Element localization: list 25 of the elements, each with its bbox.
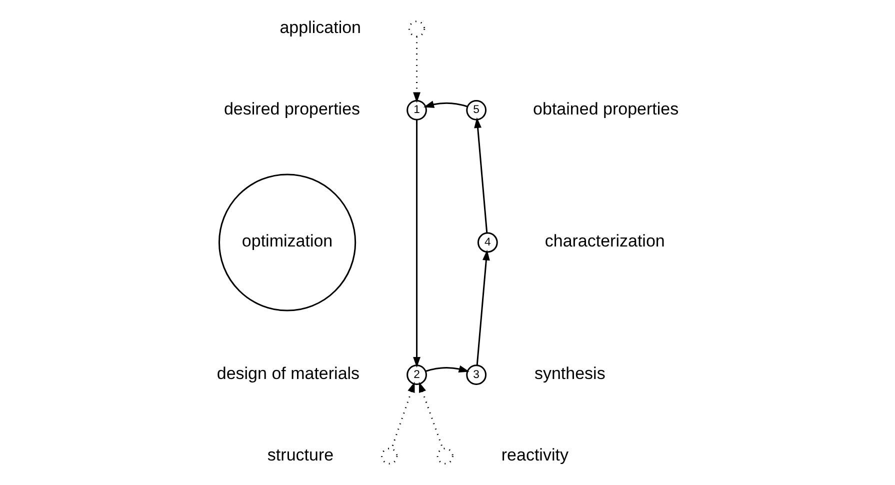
arrow <box>390 382 415 449</box>
node-label: desired properties <box>224 99 360 118</box>
node-circle <box>436 448 454 464</box>
node-circle: 3 <box>466 364 487 386</box>
node-label: application <box>280 18 362 38</box>
arrow <box>423 100 468 108</box>
node-circle <box>408 20 426 38</box>
node-label: characterization <box>544 232 665 251</box>
node-circle: optimization <box>218 174 356 312</box>
node-label: synthesis <box>534 364 606 383</box>
arrow <box>425 365 470 373</box>
node-circle: 1 <box>406 100 427 120</box>
node-circle <box>381 448 398 464</box>
arrow <box>413 120 420 368</box>
node-circle: 5 <box>466 100 487 120</box>
node-circle: 4 <box>477 232 498 253</box>
node-circle: 2 <box>406 364 427 386</box>
arrow <box>476 250 490 366</box>
node-label: structure <box>267 445 334 464</box>
arrow <box>474 117 488 233</box>
node-label: design of materials <box>216 364 360 383</box>
arrow <box>413 36 420 103</box>
arrow <box>418 382 444 449</box>
node-label: obtained properties <box>533 99 679 118</box>
node-label: reactivity <box>501 445 568 464</box>
